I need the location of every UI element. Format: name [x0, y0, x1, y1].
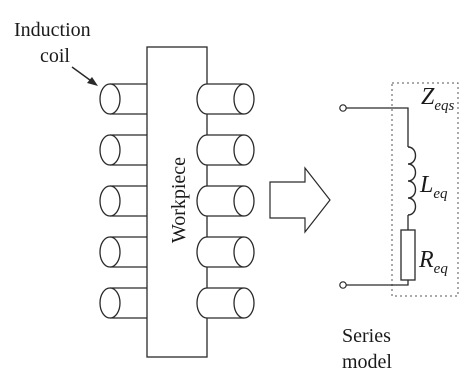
coil-turn-left-3 [99, 185, 158, 217]
series-model-label-line2: model [342, 351, 392, 373]
series-model-circuit: Zeqs Leq Req [339, 82, 459, 297]
coil-turns-left [99, 83, 158, 319]
series-model-label-line1: Series [342, 325, 391, 347]
impedance-box [391, 82, 459, 297]
terminal-top [339, 104, 347, 112]
coil-turn-right-5 [196, 287, 255, 319]
r-eq-label: Req [418, 247, 448, 277]
coil-turns-right [196, 83, 255, 319]
coil-turn-left-5 [99, 287, 158, 319]
induction-coil-label-line2: coil [40, 45, 70, 67]
induction-coil-label-line1: Induction [14, 19, 91, 41]
inductor-symbol [407, 146, 417, 216]
z-eqs-label: Zeqs [421, 84, 455, 114]
coil-turn-right-3 [196, 185, 255, 217]
workpiece-label: Workpiece [168, 157, 190, 243]
resistor-symbol [400, 229, 416, 281]
coil-turn-right-1 [196, 83, 255, 115]
l-eq-label: Leq [419, 172, 448, 202]
coil-pointer-arrow [71, 66, 98, 86]
coil-turn-right-4 [196, 236, 255, 268]
coil-turn-right-2 [196, 134, 255, 166]
transformation-arrow [269, 166, 331, 234]
terminal-bottom [339, 281, 347, 289]
